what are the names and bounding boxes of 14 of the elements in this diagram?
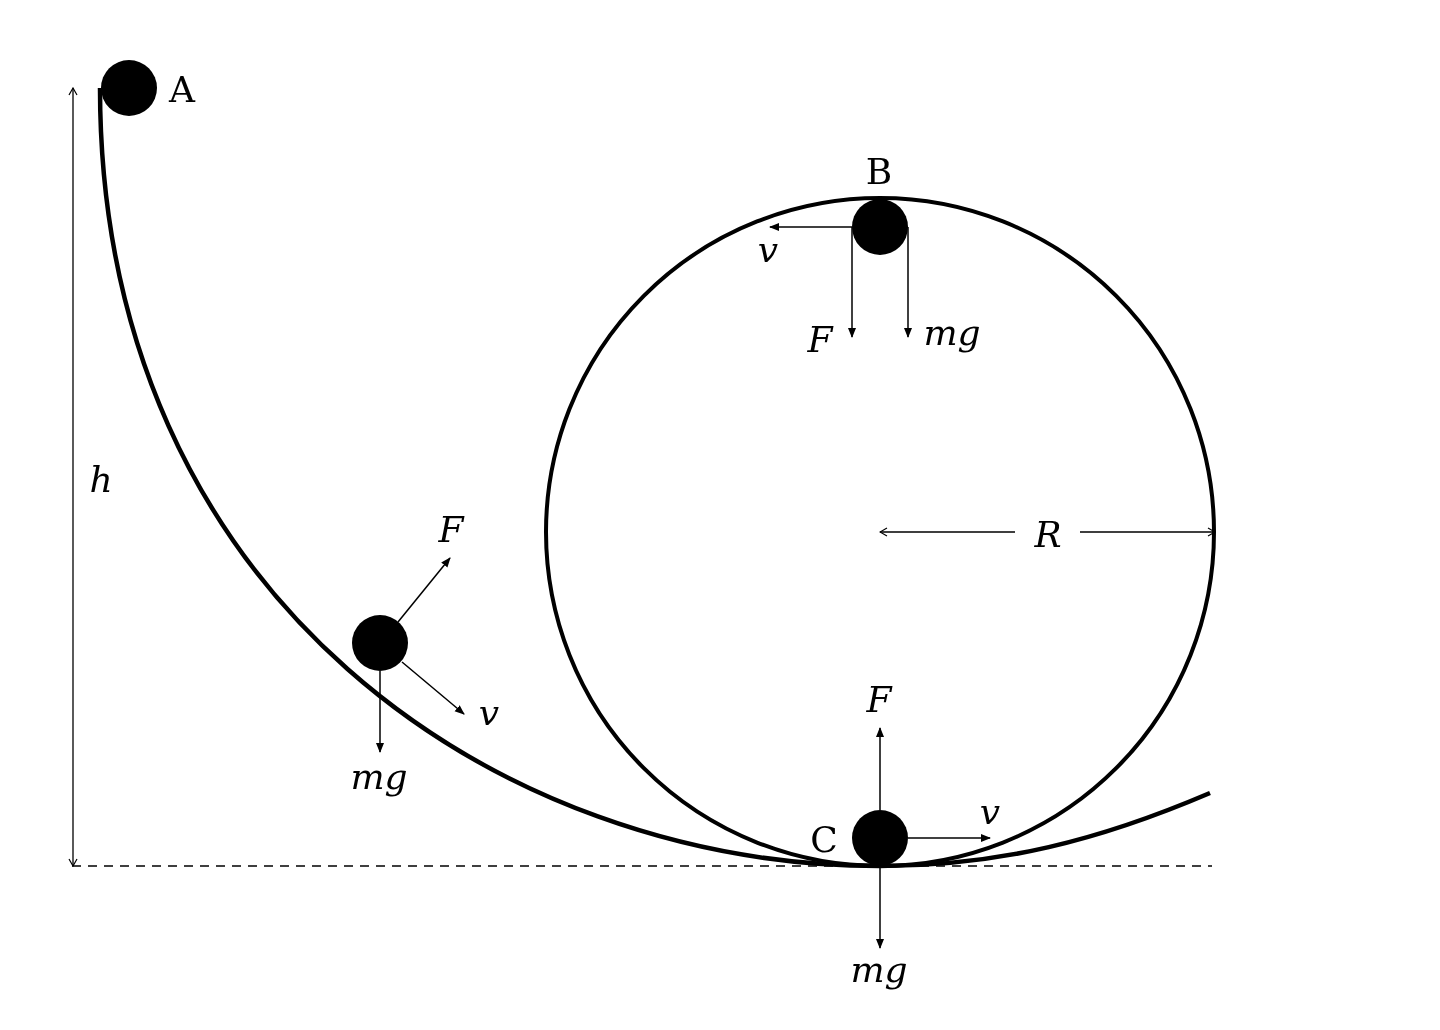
point-label: C: [810, 822, 838, 858]
point-label: A: [169, 72, 195, 108]
point-label: B: [865, 154, 893, 190]
symbol-label: mg: [350, 759, 408, 795]
symbol-label: h: [89, 462, 113, 498]
symbol-label: R: [1034, 517, 1062, 553]
symbol-label: v: [979, 794, 1001, 830]
symbol-label: v: [757, 232, 779, 268]
symbol-label: v: [478, 695, 500, 731]
symbol-label: mg: [850, 952, 908, 988]
symbol-label: mg: [923, 315, 981, 351]
symbol-label: F: [866, 682, 892, 718]
symbol-label: F: [807, 322, 833, 358]
symbol-label: F: [438, 512, 464, 548]
